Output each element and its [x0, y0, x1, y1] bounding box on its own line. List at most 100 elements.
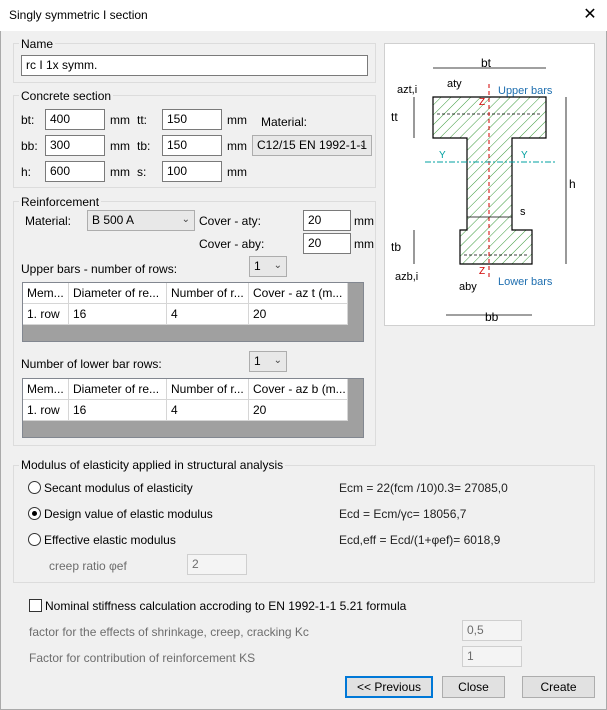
nominal-stiffness-checkbox[interactable]	[29, 599, 42, 612]
upper-rows-select[interactable]: 1 ⌄	[249, 256, 287, 277]
design-value-label[interactable]: Design value of elastic modulus	[44, 507, 213, 521]
name-group-label: Name	[19, 37, 56, 51]
ks-input[interactable]: 1	[462, 646, 522, 667]
table-header[interactable]: Mem...	[23, 379, 69, 400]
y-left-diagram-label: Y	[439, 150, 446, 161]
h-diagram-label: h	[569, 177, 576, 191]
lower-rows-value: 1	[254, 354, 261, 368]
table-cell[interactable]: 4	[167, 304, 249, 325]
nominal-stiffness-label[interactable]: Nominal stiffness calculation accroding …	[45, 599, 407, 613]
cover-aty-input[interactable]: 20	[303, 210, 351, 231]
table-cell[interactable]: 20	[249, 400, 348, 421]
aty-diagram-label: aty	[447, 78, 462, 90]
bt-input[interactable]: 400	[45, 109, 105, 130]
bb-label: bb:	[21, 139, 38, 153]
tt-label: tt:	[137, 113, 148, 127]
table-header[interactable]: Cover - az b (m...	[249, 379, 348, 400]
table-header[interactable]: Number of r...	[167, 379, 249, 400]
tb-input[interactable]: 150	[162, 135, 222, 156]
reinf-material-label: Material:	[25, 214, 72, 228]
effective-formula: Ecd,eff = Ecd/(1+φef)= 6018,9	[339, 533, 501, 547]
kc-input[interactable]: 0,5	[462, 620, 522, 641]
upper-rows-value: 1	[254, 259, 261, 273]
table-header[interactable]: Mem...	[23, 283, 69, 304]
chevron-down-icon: ⌄	[273, 260, 282, 271]
title-bar	[0, 0, 607, 31]
upper-rows-label: Upper bars - number of rows:	[21, 262, 178, 276]
tb-unit: mm	[227, 139, 247, 153]
creep-ratio-label: creep ratio φef	[49, 559, 127, 573]
concrete-material-label: Material:	[261, 115, 308, 129]
table-header[interactable]: Diameter of re...	[69, 283, 167, 304]
lower-rows-select[interactable]: 1 ⌄	[249, 351, 287, 372]
modulus-group-label: Modulus of elasticity applied in structu…	[19, 458, 286, 472]
y-right-diagram-label: Y	[521, 150, 528, 161]
lower-bars-diagram-label: Lower bars	[498, 276, 553, 288]
azb-diagram-label: azb,i	[395, 271, 419, 283]
aby-diagram-label: aby	[459, 281, 477, 293]
concrete-material-select[interactable]: C12/15 EN 1992-1-1 ⌄	[252, 135, 372, 156]
table-header[interactable]: Diameter of re...	[69, 379, 167, 400]
concrete-material-value: C12/15 EN 1992-1-1	[257, 138, 368, 152]
tt-unit: mm	[227, 113, 247, 127]
tt-diagram-label: tt	[391, 110, 398, 124]
close-icon[interactable]: ✕	[583, 6, 597, 23]
s-input[interactable]: 100	[162, 161, 222, 182]
table-cell[interactable]: 1. row	[23, 304, 69, 325]
h-input[interactable]: 600	[45, 161, 105, 182]
previous-button[interactable]: << Previous	[345, 676, 433, 698]
cover-aby-unit: mm	[354, 237, 374, 251]
kc-label: factor for the effects of shrinkage, cre…	[29, 625, 309, 639]
z-top-diagram-label: Z	[479, 97, 486, 108]
name-input[interactable]: rc I 1x symm.	[21, 55, 368, 76]
i-section-drawing	[413, 67, 567, 316]
chevron-down-icon: ⌄	[181, 214, 190, 225]
secant-radio[interactable]	[28, 481, 41, 494]
modulus-group	[13, 465, 595, 583]
effective-label[interactable]: Effective elastic modulus	[44, 533, 176, 547]
tt-input[interactable]: 150	[162, 109, 222, 130]
bb-diagram-label: bb	[485, 310, 499, 324]
bt-unit: mm	[110, 113, 130, 127]
section-diagram: bt bb h tt tb s azt,i azb,i aty aby Uppe…	[384, 43, 595, 326]
window-title: Singly symmetric I section	[9, 8, 148, 22]
cover-aby-label: Cover - aby:	[199, 237, 265, 251]
secant-label[interactable]: Secant modulus of elasticity	[44, 481, 193, 495]
h-label: h:	[21, 165, 32, 179]
table-header[interactable]: Cover - az t (m...	[249, 283, 348, 304]
i-section-shape	[432, 96, 547, 265]
create-button[interactable]: Create	[522, 676, 595, 698]
table-cell[interactable]: 16	[69, 304, 167, 325]
bt-diagram-label: bt	[481, 56, 492, 70]
creep-ratio-input[interactable]: 2	[187, 554, 247, 575]
s-unit: mm	[227, 165, 247, 179]
reinf-material-select[interactable]: B 500 A ⌄	[87, 210, 195, 231]
reinforcement-label: Reinforcement	[19, 195, 102, 209]
bb-unit: mm	[110, 139, 130, 153]
close-button[interactable]: Close	[442, 676, 505, 698]
table-cell[interactable]: 1. row	[23, 400, 69, 421]
h-unit: mm	[110, 165, 130, 179]
azt-diagram-label: azt,i	[397, 84, 418, 96]
effective-radio[interactable]	[28, 533, 41, 546]
secant-formula: Ecm = 22(fcm /10)0.3= 27085,0	[339, 481, 508, 495]
design-value-radio[interactable]	[28, 507, 41, 520]
lower-rows-label: Number of lower bar rows:	[21, 357, 162, 371]
design-value-formula: Ecd = Ecm/γc= 18056,7	[339, 507, 467, 521]
table-header[interactable]: Number of r...	[167, 283, 249, 304]
z-bottom-diagram-label: Z	[479, 266, 486, 277]
s-label: s:	[137, 165, 147, 179]
tb-diagram-label: tb	[391, 240, 402, 254]
reinf-material-value: B 500 A	[92, 213, 135, 227]
chevron-down-icon: ⌄	[358, 139, 367, 150]
cover-aby-input[interactable]: 20	[303, 233, 351, 254]
table-cell[interactable]: 20	[249, 304, 348, 325]
upper-bars-diagram-label: Upper bars	[498, 85, 553, 97]
cover-aty-label: Cover - aty:	[199, 214, 262, 228]
concrete-section-label: Concrete section	[19, 89, 114, 103]
cover-aty-unit: mm	[354, 214, 374, 228]
table-cell[interactable]: 16	[69, 400, 167, 421]
bt-label: bt:	[21, 113, 35, 127]
bb-input[interactable]: 300	[45, 135, 105, 156]
table-cell[interactable]: 4	[167, 400, 249, 421]
